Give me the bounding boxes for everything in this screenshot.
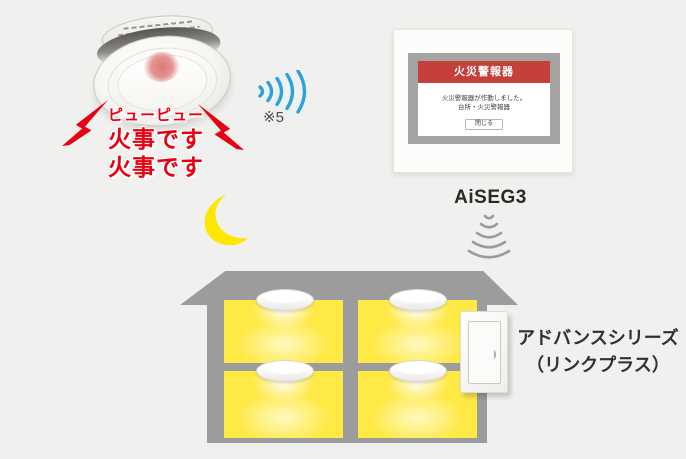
wall-switch bbox=[460, 311, 508, 393]
wifi-arcs-right-icon bbox=[258, 70, 307, 114]
room-upper-right bbox=[358, 300, 477, 363]
aiseg3-label: AiSEG3 bbox=[454, 187, 527, 208]
room-lower-left bbox=[224, 371, 343, 438]
advance-series-label-line1: アドバンスシリーズ bbox=[517, 328, 679, 348]
aiseg3-panel: 火災警報器 火災警報器が作動しました。 台所・火災警報器 閉じる bbox=[393, 29, 573, 173]
alarm-voice-text: ピューピュー 火事です 火事です bbox=[70, 106, 242, 181]
light-glow bbox=[358, 371, 477, 438]
fire-alert-message: 火災警報器が作動しました。 台所・火災警報器 bbox=[418, 94, 550, 112]
ceiling-light-icon bbox=[389, 360, 447, 382]
wall-switch-button bbox=[468, 321, 501, 384]
close-button[interactable]: 閉じる bbox=[465, 119, 503, 130]
alarm-sound-text: ピューピュー bbox=[107, 107, 204, 124]
ceiling-light-icon bbox=[256, 360, 314, 382]
fire-alert-header: 火災警報器 bbox=[418, 61, 550, 83]
moon-icon bbox=[204, 194, 248, 246]
aiseg3-bezel: 火災警報器 火災警報器が作動しました。 台所・火災警報器 閉じる bbox=[408, 53, 560, 144]
light-glow bbox=[224, 371, 343, 438]
ceiling-light-icon bbox=[256, 289, 314, 311]
fire-alert-message-line2: 台所・火災警報器 bbox=[458, 104, 510, 111]
alarm-fire-text-1: 火事です bbox=[108, 126, 204, 152]
fire-alert-message-line1: 火災警報器が作動しました。 bbox=[441, 95, 527, 102]
switch-notch bbox=[491, 350, 496, 359]
ceiling-light-icon bbox=[389, 289, 447, 311]
lightning-bolt-icon bbox=[198, 104, 244, 150]
wifi-arcs-down-icon bbox=[467, 214, 511, 259]
room-lower-right bbox=[358, 371, 477, 438]
advance-series-label: アドバンスシリーズ （リンクプラス） bbox=[510, 325, 686, 379]
footnote-5: ※5 bbox=[263, 109, 284, 126]
lightning-bolt-icon bbox=[62, 100, 108, 146]
alarm-fire-text-2: 火事です bbox=[108, 154, 204, 180]
advance-series-label-line2: （リンクプラス） bbox=[526, 355, 670, 375]
aiseg3-screen: 火災警報器 火災警報器が作動しました。 台所・火災警報器 閉じる bbox=[418, 61, 550, 136]
